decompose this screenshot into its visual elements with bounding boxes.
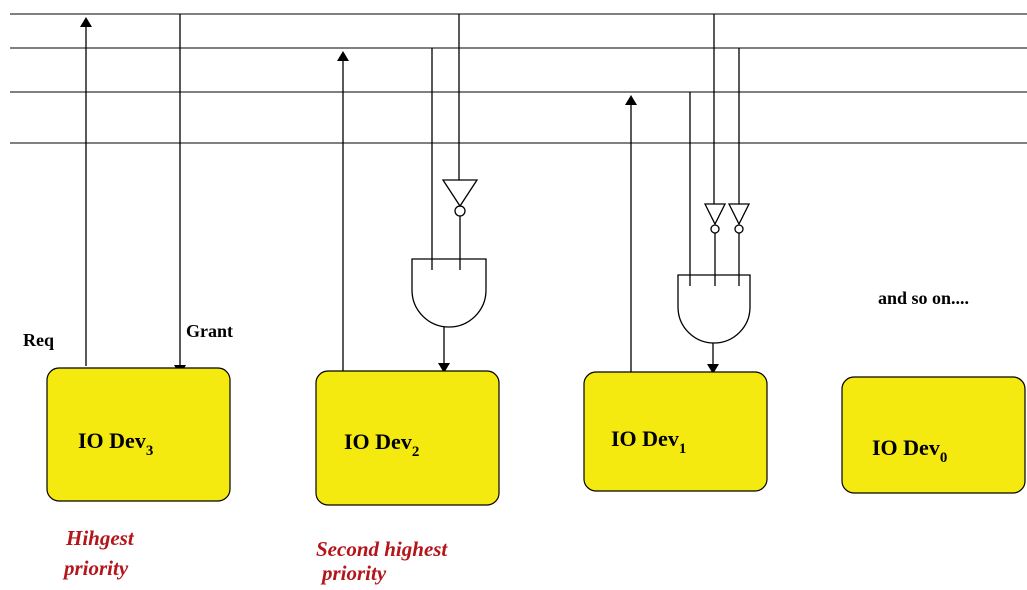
not-gate <box>703 203 727 234</box>
dev1-wiring <box>625 14 751 374</box>
priority-note-line1: Hihgest <box>65 526 135 550</box>
device-box-dev3: IO Dev3 <box>46 367 231 502</box>
device-box <box>315 370 500 506</box>
device-subscript: 0 <box>940 450 948 466</box>
priority-note-second: Second highest priority <box>316 537 453 585</box>
device-box <box>841 376 1026 494</box>
device-label: IO Dev <box>872 435 940 460</box>
dev2-wiring <box>337 14 487 373</box>
priority-note-line2: priority <box>320 561 387 585</box>
dev3-wiring <box>80 14 186 375</box>
and-gate <box>411 258 487 328</box>
not-gate <box>441 179 479 217</box>
device-box-dev1: IO Dev1 <box>583 371 768 492</box>
priority-note-line2: priority <box>62 556 129 580</box>
and-gate <box>677 274 751 344</box>
svg-text:IO Dev0: IO Dev0 <box>872 435 947 466</box>
req-label: Req <box>23 330 54 350</box>
priority-note-highest: Hihgest priority <box>62 526 139 580</box>
not-gate <box>727 203 751 234</box>
bus-lines <box>10 13 1027 144</box>
device-subscript: 3 <box>146 443 154 459</box>
device-box <box>583 371 768 492</box>
svg-text:IO Dev2: IO Dev2 <box>344 429 419 460</box>
and-so-on-label: and so on.... <box>878 288 969 308</box>
device-label: IO Dev <box>344 429 412 454</box>
priority-note-line1: Second highest <box>316 537 448 561</box>
device-subscript: 1 <box>679 441 687 457</box>
device-box <box>46 367 231 502</box>
device-label: IO Dev <box>611 426 679 451</box>
device-subscript: 2 <box>412 444 420 460</box>
device-box-dev2: IO Dev2 <box>315 370 500 506</box>
device-label: IO Dev <box>78 428 146 453</box>
svg-text:IO Dev1: IO Dev1 <box>611 426 686 457</box>
device-box-dev0: IO Dev0 <box>841 376 1026 494</box>
grant-label: Grant <box>186 321 233 341</box>
svg-text:IO Dev3: IO Dev3 <box>78 428 153 459</box>
